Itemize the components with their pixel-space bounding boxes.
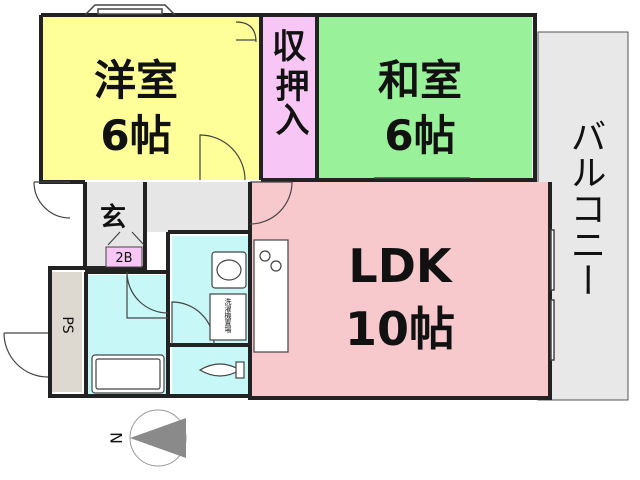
ps-label: PS	[59, 316, 75, 333]
closet[interactable]	[261, 17, 317, 180]
shoe-box	[105, 246, 143, 268]
ldk-size: 10帖	[345, 302, 455, 356]
compass-label: N	[107, 432, 126, 444]
balcony-label: バルコニー	[565, 118, 606, 298]
windows	[84, 4, 555, 361]
ldk-room[interactable]	[250, 182, 550, 397]
japanese-room-name: 和室	[378, 56, 462, 105]
ps-shaft	[52, 272, 82, 392]
ldk-name: LDK	[348, 239, 453, 293]
kitchen-counter	[253, 239, 289, 353]
walls	[39, 13, 552, 400]
fixtures	[91, 239, 289, 394]
washer-label: 洗濯機置場	[224, 297, 232, 334]
western-room[interactable]	[43, 17, 261, 180]
closet-label-top: 収	[272, 27, 306, 67]
western-room-name: 洋室	[94, 56, 178, 105]
closet-label-bottom: 押入	[269, 68, 309, 136]
hallway	[145, 182, 250, 232]
entrance-label: 玄	[100, 202, 126, 233]
north-arrow-icon	[130, 418, 186, 458]
japanese-room[interactable]	[317, 17, 532, 180]
western-room-size: 6帖	[100, 111, 171, 160]
washer-space	[209, 293, 247, 341]
compass: N	[107, 409, 187, 467]
shoe-box-label: 2B	[115, 251, 132, 266]
japanese-room-size: 6帖	[384, 111, 455, 160]
